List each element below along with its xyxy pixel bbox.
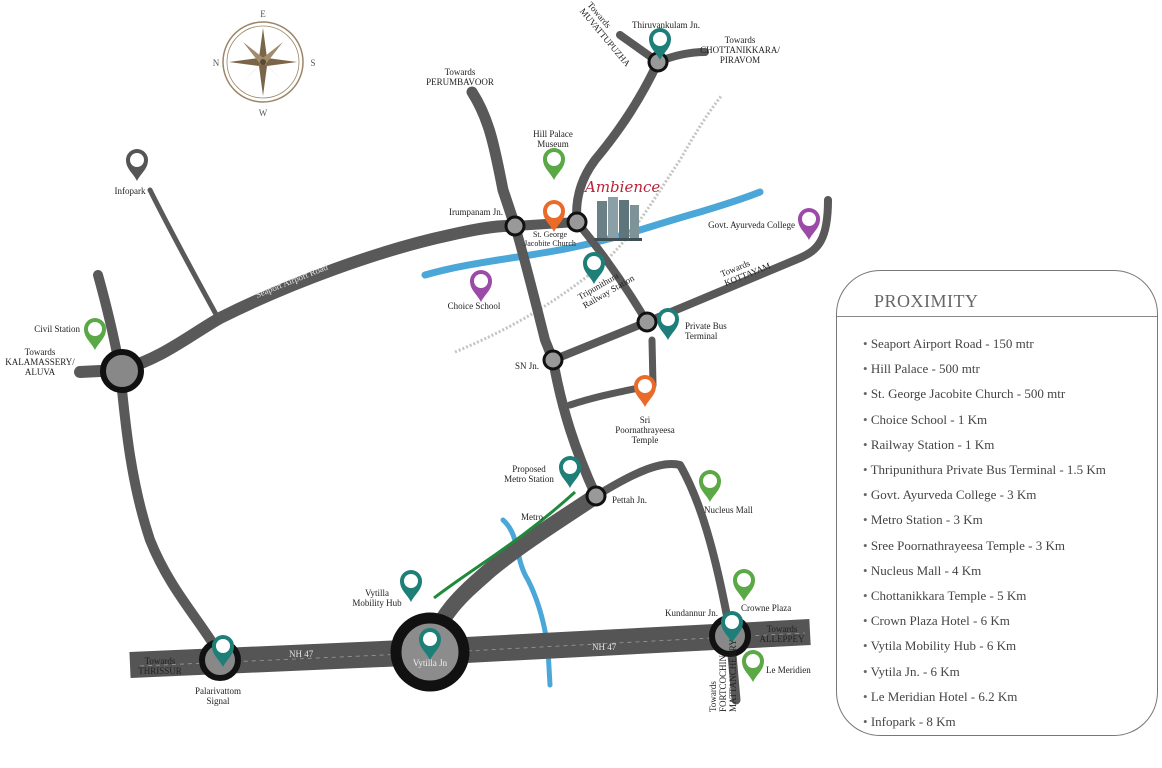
label-metro: Metro	[521, 512, 543, 522]
label-infopark: Infopark	[115, 186, 146, 196]
road-network	[74, 31, 832, 705]
crowne-plaza-pin-icon	[733, 569, 755, 601]
compass-rose: E N S W	[213, 9, 316, 118]
junction-irumpanam	[504, 215, 526, 237]
junction-kalamassery	[100, 349, 144, 393]
proximity-item: Crown Plaza Hotel - 6 Km	[863, 608, 1106, 633]
proximity-item: Choice School - 1 Km	[863, 407, 1106, 432]
proximity-item: Chottanikkara Temple - 5 Km	[863, 583, 1106, 608]
proximity-item: Railway Station - 1 Km	[863, 432, 1106, 457]
proximity-item: Nucleus Mall - 4 Km	[863, 558, 1106, 583]
label-choice-school: Choice School	[448, 301, 501, 311]
label-thiruvankulam: Thiruvankulam Jn.	[632, 20, 700, 30]
road-kottayam	[643, 196, 832, 326]
label-vytilla-jn: Vytilla Jn	[413, 658, 448, 668]
proximity-item: Metro Station - 3 Km	[863, 507, 1106, 532]
metro-station-pin-icon	[559, 456, 581, 488]
ambience-logo: Ambience	[583, 178, 660, 196]
label-le-meridien: Le Meridien	[766, 665, 811, 675]
label-kundannur: Kundannur Jn.	[665, 608, 718, 618]
choice-school-pin-icon	[470, 270, 492, 302]
road-sn-link	[549, 318, 651, 364]
ayurveda-pin-icon	[798, 208, 820, 240]
label-nucleus-mall: Nucleus Mall	[704, 505, 753, 515]
junction-pettah	[585, 485, 607, 507]
junction-sn	[542, 349, 564, 371]
proximity-item: St. George Jacobite Church - 500 mtr	[863, 381, 1106, 406]
road-ambience-south	[573, 218, 651, 326]
temple-pin-icon	[634, 375, 656, 407]
road-pettah-kundannur	[592, 460, 734, 636]
proximity-title: PROXIMITY	[874, 291, 979, 311]
compass-south-label: S	[310, 58, 315, 68]
label-nh47-left: NH 47	[289, 649, 314, 659]
metro-line	[433, 490, 577, 600]
compass-north-label: N	[213, 58, 220, 68]
compass-east-label: E	[260, 9, 266, 19]
proximity-item: Govt. Ayurveda College - 3 Km	[863, 482, 1106, 507]
road-palarivattom	[115, 365, 225, 660]
road-thiruvankulam	[572, 57, 663, 227]
proximity-panel: PROXIMITY Seaport Airport Road - 150 mtr…	[836, 270, 1158, 736]
civil-station-pin-icon	[84, 318, 106, 350]
hill-palace-pin-icon	[543, 148, 565, 180]
label-towards-fortcochin: TowardsFORTCOCHIN/MATTANCHERRY	[708, 639, 738, 712]
road-perumbavoor	[466, 86, 521, 232]
proximity-item: Infopark - 8 Km	[863, 709, 1106, 734]
label-crowne-plaza: Crowne Plaza	[741, 603, 791, 613]
label-towards-muvattupuzha: TowardsMUVATTUPUZHA	[578, 0, 640, 69]
bus-terminal-pin-icon	[657, 308, 679, 340]
road-seaport-airport	[74, 219, 521, 378]
compass-west-label: W	[259, 108, 268, 118]
label-pettah: Pettah Jn.	[612, 495, 647, 505]
proximity-item: Vytila Mobility Hub - 6 Km	[863, 633, 1106, 658]
proximity-item: Le Meridian Hotel - 6.2 Km	[863, 684, 1106, 709]
proximity-list: Seaport Airport Road - 150 mtr Hill Pala…	[863, 331, 1106, 734]
proximity-item: Seaport Airport Road - 150 mtr	[863, 331, 1106, 356]
proximity-item: Hill Palace - 500 mtr	[863, 356, 1106, 381]
label-sn-jn: SN Jn.	[515, 361, 539, 371]
label-govt-ayurveda: Govt. Ayurveda College	[708, 220, 795, 230]
junction-church	[566, 211, 588, 233]
label-civil-station: Civil Station	[34, 324, 80, 334]
junction-bus-terminal	[636, 311, 658, 333]
proximity-item: Vytila Jn. - 6 Km	[863, 659, 1106, 684]
nucleus-mall-pin-icon	[699, 470, 721, 502]
label-nh47-right: NH 47	[592, 642, 617, 652]
le-meridien-pin-icon	[742, 650, 764, 682]
mobility-hub-pin-icon	[400, 570, 422, 602]
label-irumpanam: Irumpanam Jn.	[449, 207, 503, 217]
road-infopark	[147, 187, 221, 321]
proximity-item: Sree Poornathrayeesa Temple - 3 Km	[863, 533, 1106, 558]
building-icon	[594, 197, 642, 241]
infopark-pin-icon	[126, 149, 148, 181]
proximity-divider	[837, 316, 1157, 317]
ambience-project: Ambience	[583, 178, 660, 241]
proximity-item: Thripunithura Private Bus Terminal - 1.5…	[863, 457, 1106, 482]
